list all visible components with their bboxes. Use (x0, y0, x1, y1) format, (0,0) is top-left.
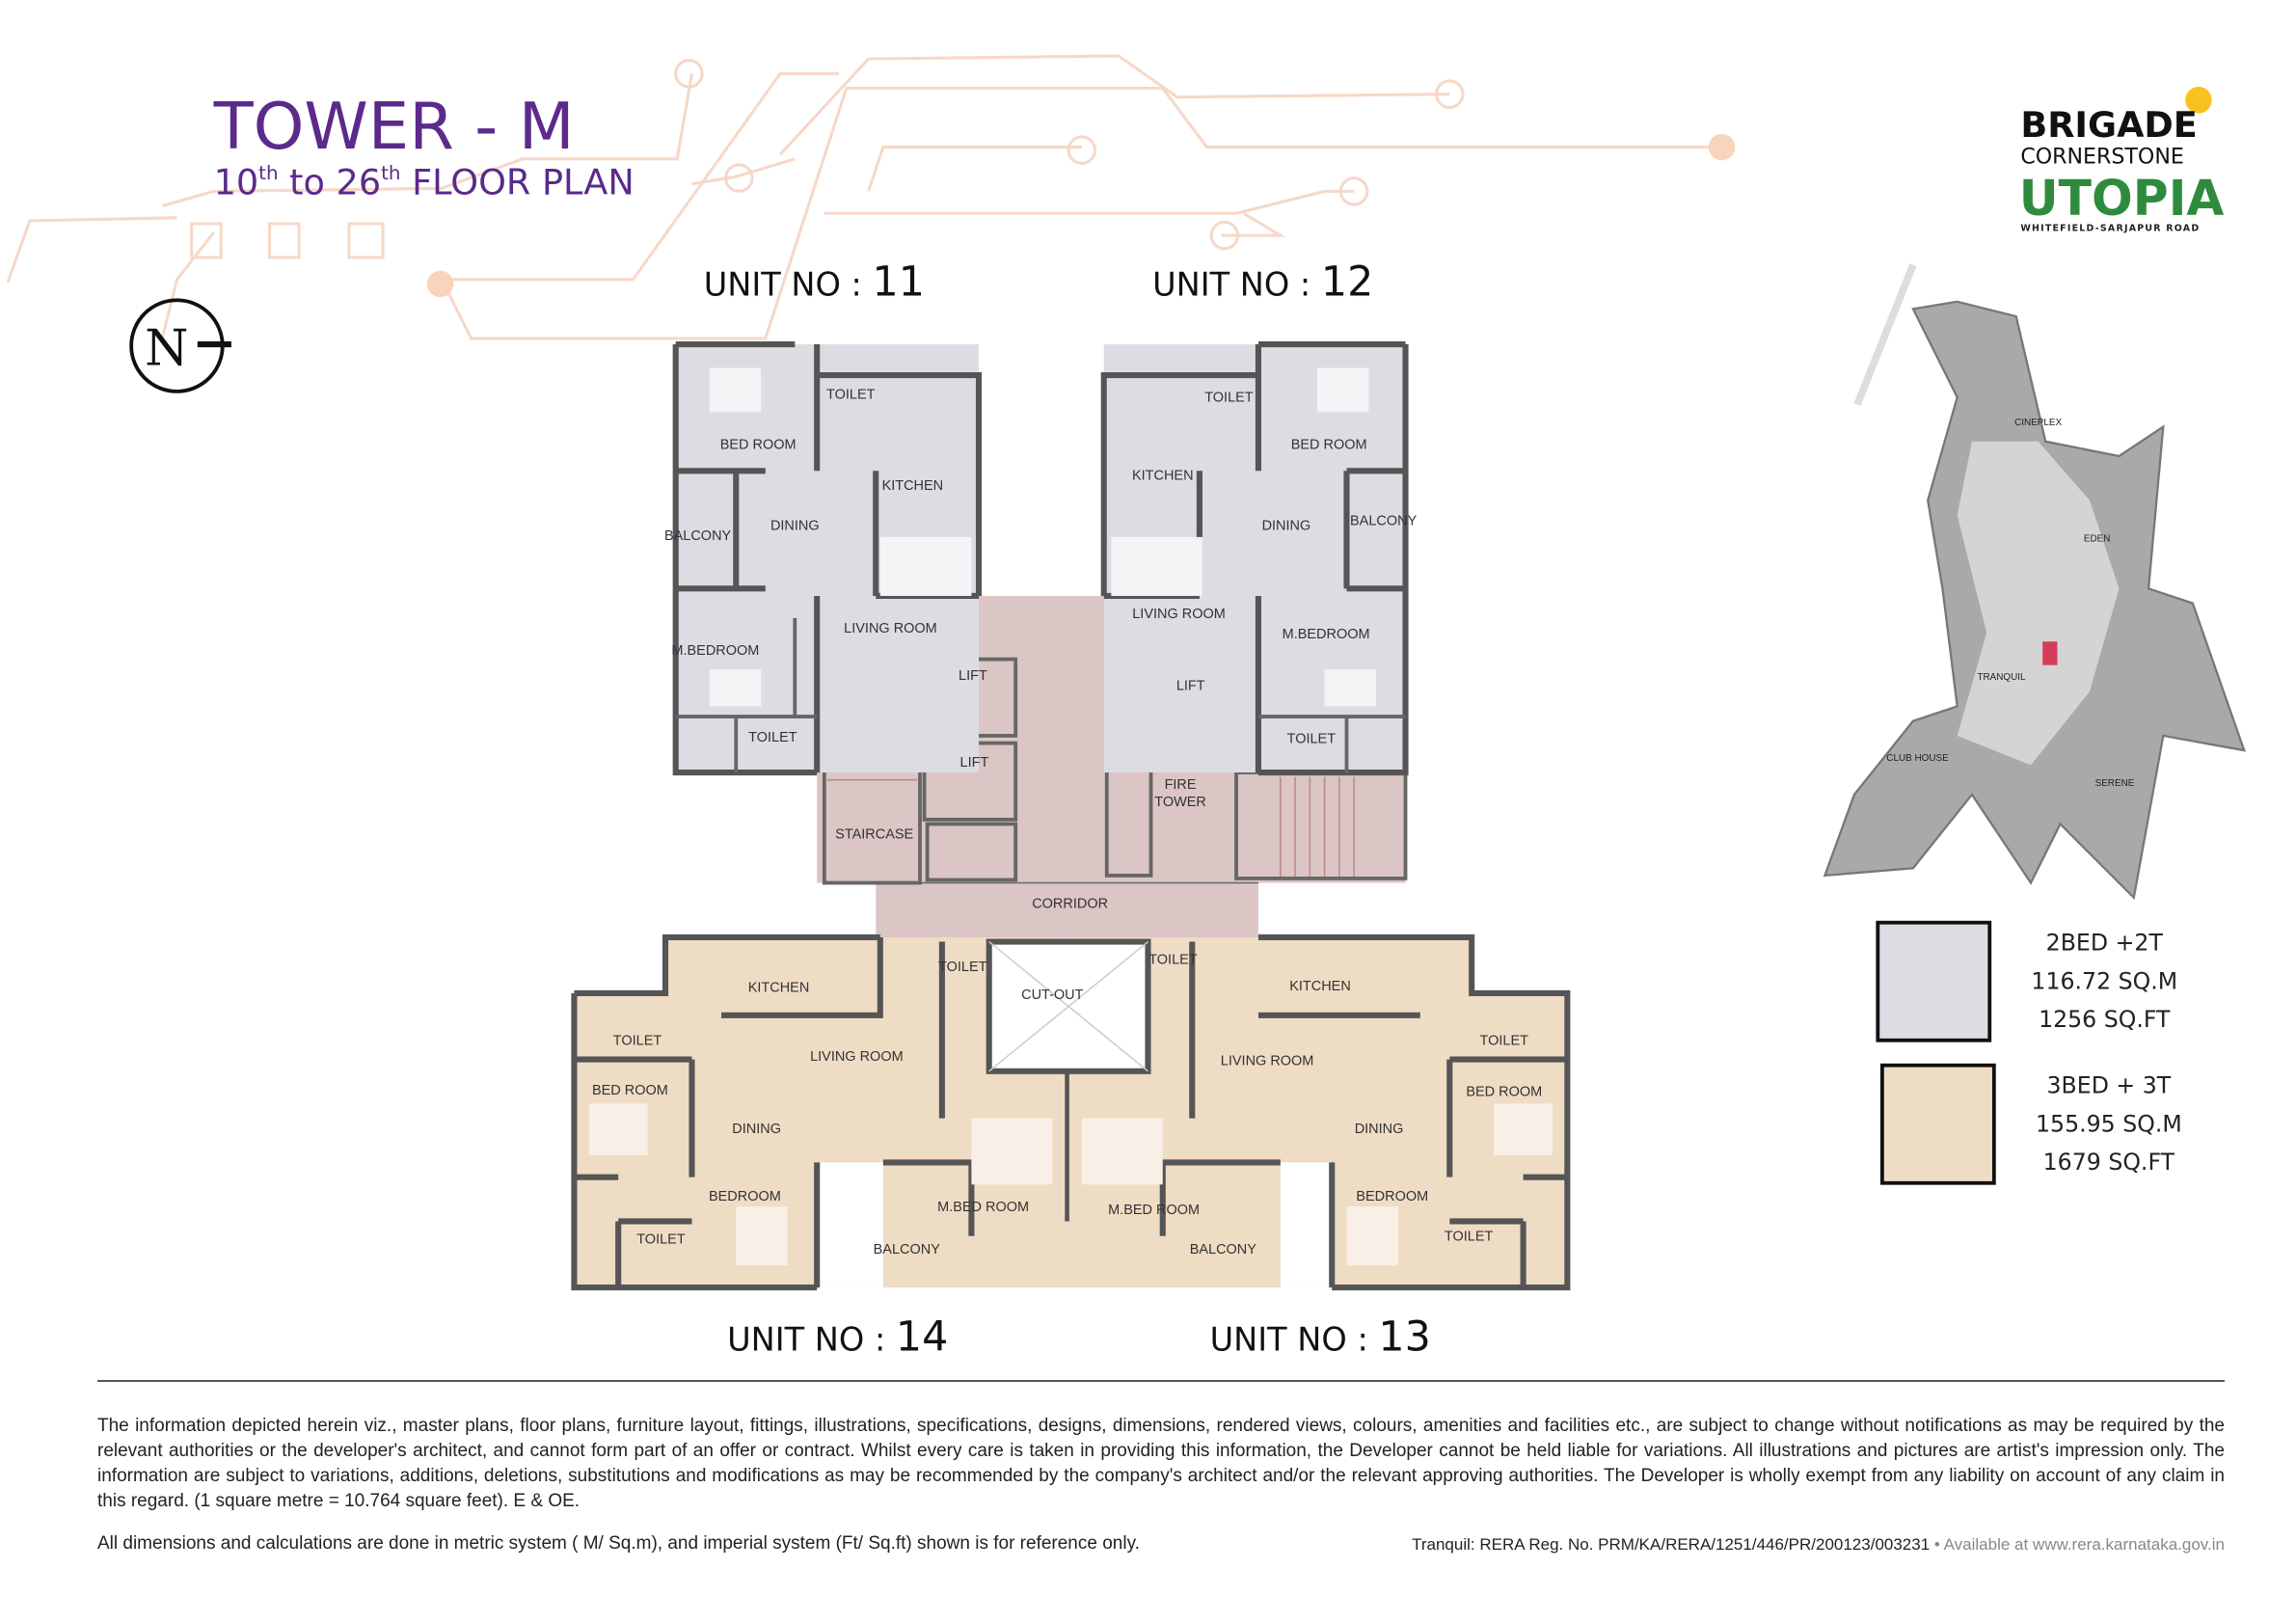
svg-text:TOILET: TOILET (1445, 1229, 1494, 1244)
svg-text:M.BEDROOM: M.BEDROOM (671, 643, 759, 659)
footer-divider (97, 1380, 2225, 1382)
svg-text:TRANQUIL: TRANQUIL (1977, 672, 2026, 683)
svg-text:FIRE: FIRE (1165, 777, 1197, 793)
svg-text:TOILET: TOILET (613, 1033, 662, 1048)
svg-text:TOILET: TOILET (1204, 391, 1254, 406)
svg-text:KITCHEN: KITCHEN (882, 478, 944, 494)
svg-text:155.95 SQ.M: 155.95 SQ.M (2036, 1110, 2182, 1137)
north-compass-icon: N (129, 298, 231, 393)
svg-text:BED ROOM: BED ROOM (1466, 1085, 1542, 1100)
unit-label-14: UNIT NO : 14 (727, 1313, 948, 1362)
unit-13-plan (1067, 933, 1571, 1291)
legend-3bed: 3BED + 3T 155.95 SQ.M 1679 SQ.FT (1879, 1063, 2182, 1185)
svg-text:LIVING ROOM: LIVING ROOM (1221, 1054, 1314, 1069)
svg-text:DINING: DINING (1262, 518, 1311, 533)
unit-12-plan (1100, 340, 1409, 776)
disclaimer-text: The information depicted herein viz., ma… (97, 1416, 2225, 1511)
legend-swatch-2bed (1876, 920, 1992, 1042)
unit-14-plan (571, 933, 1067, 1291)
svg-text:KITCHEN: KITCHEN (1132, 468, 1194, 483)
svg-text:1256 SQ.FT: 1256 SQ.FT (2039, 1006, 2171, 1033)
rera-website: • Available at www.rera.karnataka.gov.in (1930, 1535, 2225, 1554)
svg-text:TOILET: TOILET (1287, 732, 1337, 747)
svg-text:DINING: DINING (770, 518, 820, 533)
svg-text:TOILET: TOILET (938, 960, 987, 975)
svg-text:EDEN: EDEN (2084, 534, 2111, 545)
svg-text:LIFT: LIFT (959, 668, 987, 684)
tower-location-marker (2042, 641, 2058, 665)
svg-text:SERENE: SERENE (2095, 778, 2135, 789)
svg-text:BALCONY: BALCONY (1350, 514, 1418, 529)
svg-text:2BED +2T: 2BED +2T (2046, 930, 2164, 957)
svg-text:TOILET: TOILET (636, 1231, 686, 1247)
measurement-note: All dimensions and calculations are done… (97, 1533, 1140, 1554)
site-key-map: CINEPLEX EDEN TRANQUIL CLUB HOUSE SERENE (1823, 263, 2246, 901)
svg-text:M.BED ROOM: M.BED ROOM (1108, 1203, 1200, 1218)
svg-text:BALCONY: BALCONY (874, 1242, 941, 1258)
cut-out (986, 938, 1151, 1222)
room-labels: BED ROOM TOILET KITCHEN DINING BALCONY L… (592, 388, 1542, 1258)
svg-text:DINING: DINING (1355, 1122, 1404, 1137)
svg-text:KITCHEN: KITCHEN (1289, 979, 1351, 994)
page-title: TOWER - M (213, 89, 575, 164)
svg-text:BALCONY: BALCONY (664, 528, 732, 544)
svg-text:TOILET: TOILET (748, 730, 797, 745)
legend-2bed: 2BED +2T 116.72 SQ.M 1256 SQ.FT (1876, 920, 2177, 1042)
svg-text:M.BEDROOM: M.BEDROOM (1283, 627, 1370, 642)
brand-logo: BRIGADE CORNERSTONE UTOPIA WHITEFIELD-SA… (2019, 87, 2225, 234)
svg-text:LIVING ROOM: LIVING ROOM (1132, 607, 1226, 622)
svg-text:LIVING ROOM: LIVING ROOM (844, 621, 937, 636)
unit-label-12: UNIT NO : 12 (1152, 258, 1373, 307)
svg-text:UTOPIA: UTOPIA (2019, 170, 2225, 227)
svg-text:116.72 SQ.M: 116.72 SQ.M (2031, 967, 2177, 994)
svg-text:BED ROOM: BED ROOM (720, 437, 797, 452)
svg-text:STAIRCASE: STAIRCASE (835, 827, 913, 843)
decorative-circuit-lines (6, 54, 1736, 340)
rera-registration: Tranquil: RERA Reg. No. PRM/KA/RERA/1251… (1412, 1535, 2225, 1555)
svg-text:BEDROOM: BEDROOM (709, 1189, 781, 1204)
svg-text:CUT-OUT: CUT-OUT (1021, 987, 1084, 1003)
svg-text:BEDROOM: BEDROOM (1356, 1189, 1428, 1204)
svg-text:BRIGADE: BRIGADE (2020, 104, 2198, 146)
rera-number: Tranquil: RERA Reg. No. PRM/KA/RERA/1251… (1412, 1535, 1931, 1554)
svg-text:1679 SQ.FT: 1679 SQ.FT (2043, 1149, 2175, 1176)
svg-text:CLUB HOUSE: CLUB HOUSE (1886, 753, 1949, 764)
svg-text:N: N (145, 319, 188, 377)
unit-label-11: UNIT NO : 11 (704, 258, 925, 307)
svg-text:LIFT: LIFT (960, 755, 989, 771)
svg-text:CORNERSTONE: CORNERSTONE (2020, 144, 2184, 169)
svg-text:LIVING ROOM: LIVING ROOM (810, 1049, 904, 1065)
unit-11-plan (672, 340, 983, 776)
svg-text:M.BED ROOM: M.BED ROOM (937, 1200, 1029, 1215)
svg-text:BED ROOM: BED ROOM (592, 1083, 668, 1098)
svg-text:BALCONY: BALCONY (1190, 1242, 1257, 1258)
svg-text:LIFT: LIFT (1176, 679, 1205, 694)
svg-text:BED ROOM: BED ROOM (1291, 437, 1367, 452)
svg-text:KITCHEN: KITCHEN (748, 980, 810, 995)
svg-text:TOWER: TOWER (1154, 795, 1206, 810)
unit-label-13: UNIT NO : 13 (1210, 1313, 1431, 1362)
svg-text:TOILET: TOILET (1148, 952, 1198, 967)
svg-text:TOILET: TOILET (1480, 1033, 1529, 1048)
svg-text:DINING: DINING (732, 1122, 781, 1137)
legend-swatch-3bed (1879, 1063, 1996, 1185)
svg-text:WHITEFIELD-SARJAPUR ROAD: WHITEFIELD-SARJAPUR ROAD (2020, 224, 2200, 234)
svg-text:CINEPLEX: CINEPLEX (2014, 418, 2062, 428)
page-subtitle: 10th to 26th FLOOR PLAN (214, 161, 635, 203)
svg-text:TOILET: TOILET (826, 388, 876, 403)
svg-text:CORRIDOR: CORRIDOR (1032, 896, 1108, 911)
svg-text:3BED + 3T: 3BED + 3T (2047, 1072, 2172, 1099)
